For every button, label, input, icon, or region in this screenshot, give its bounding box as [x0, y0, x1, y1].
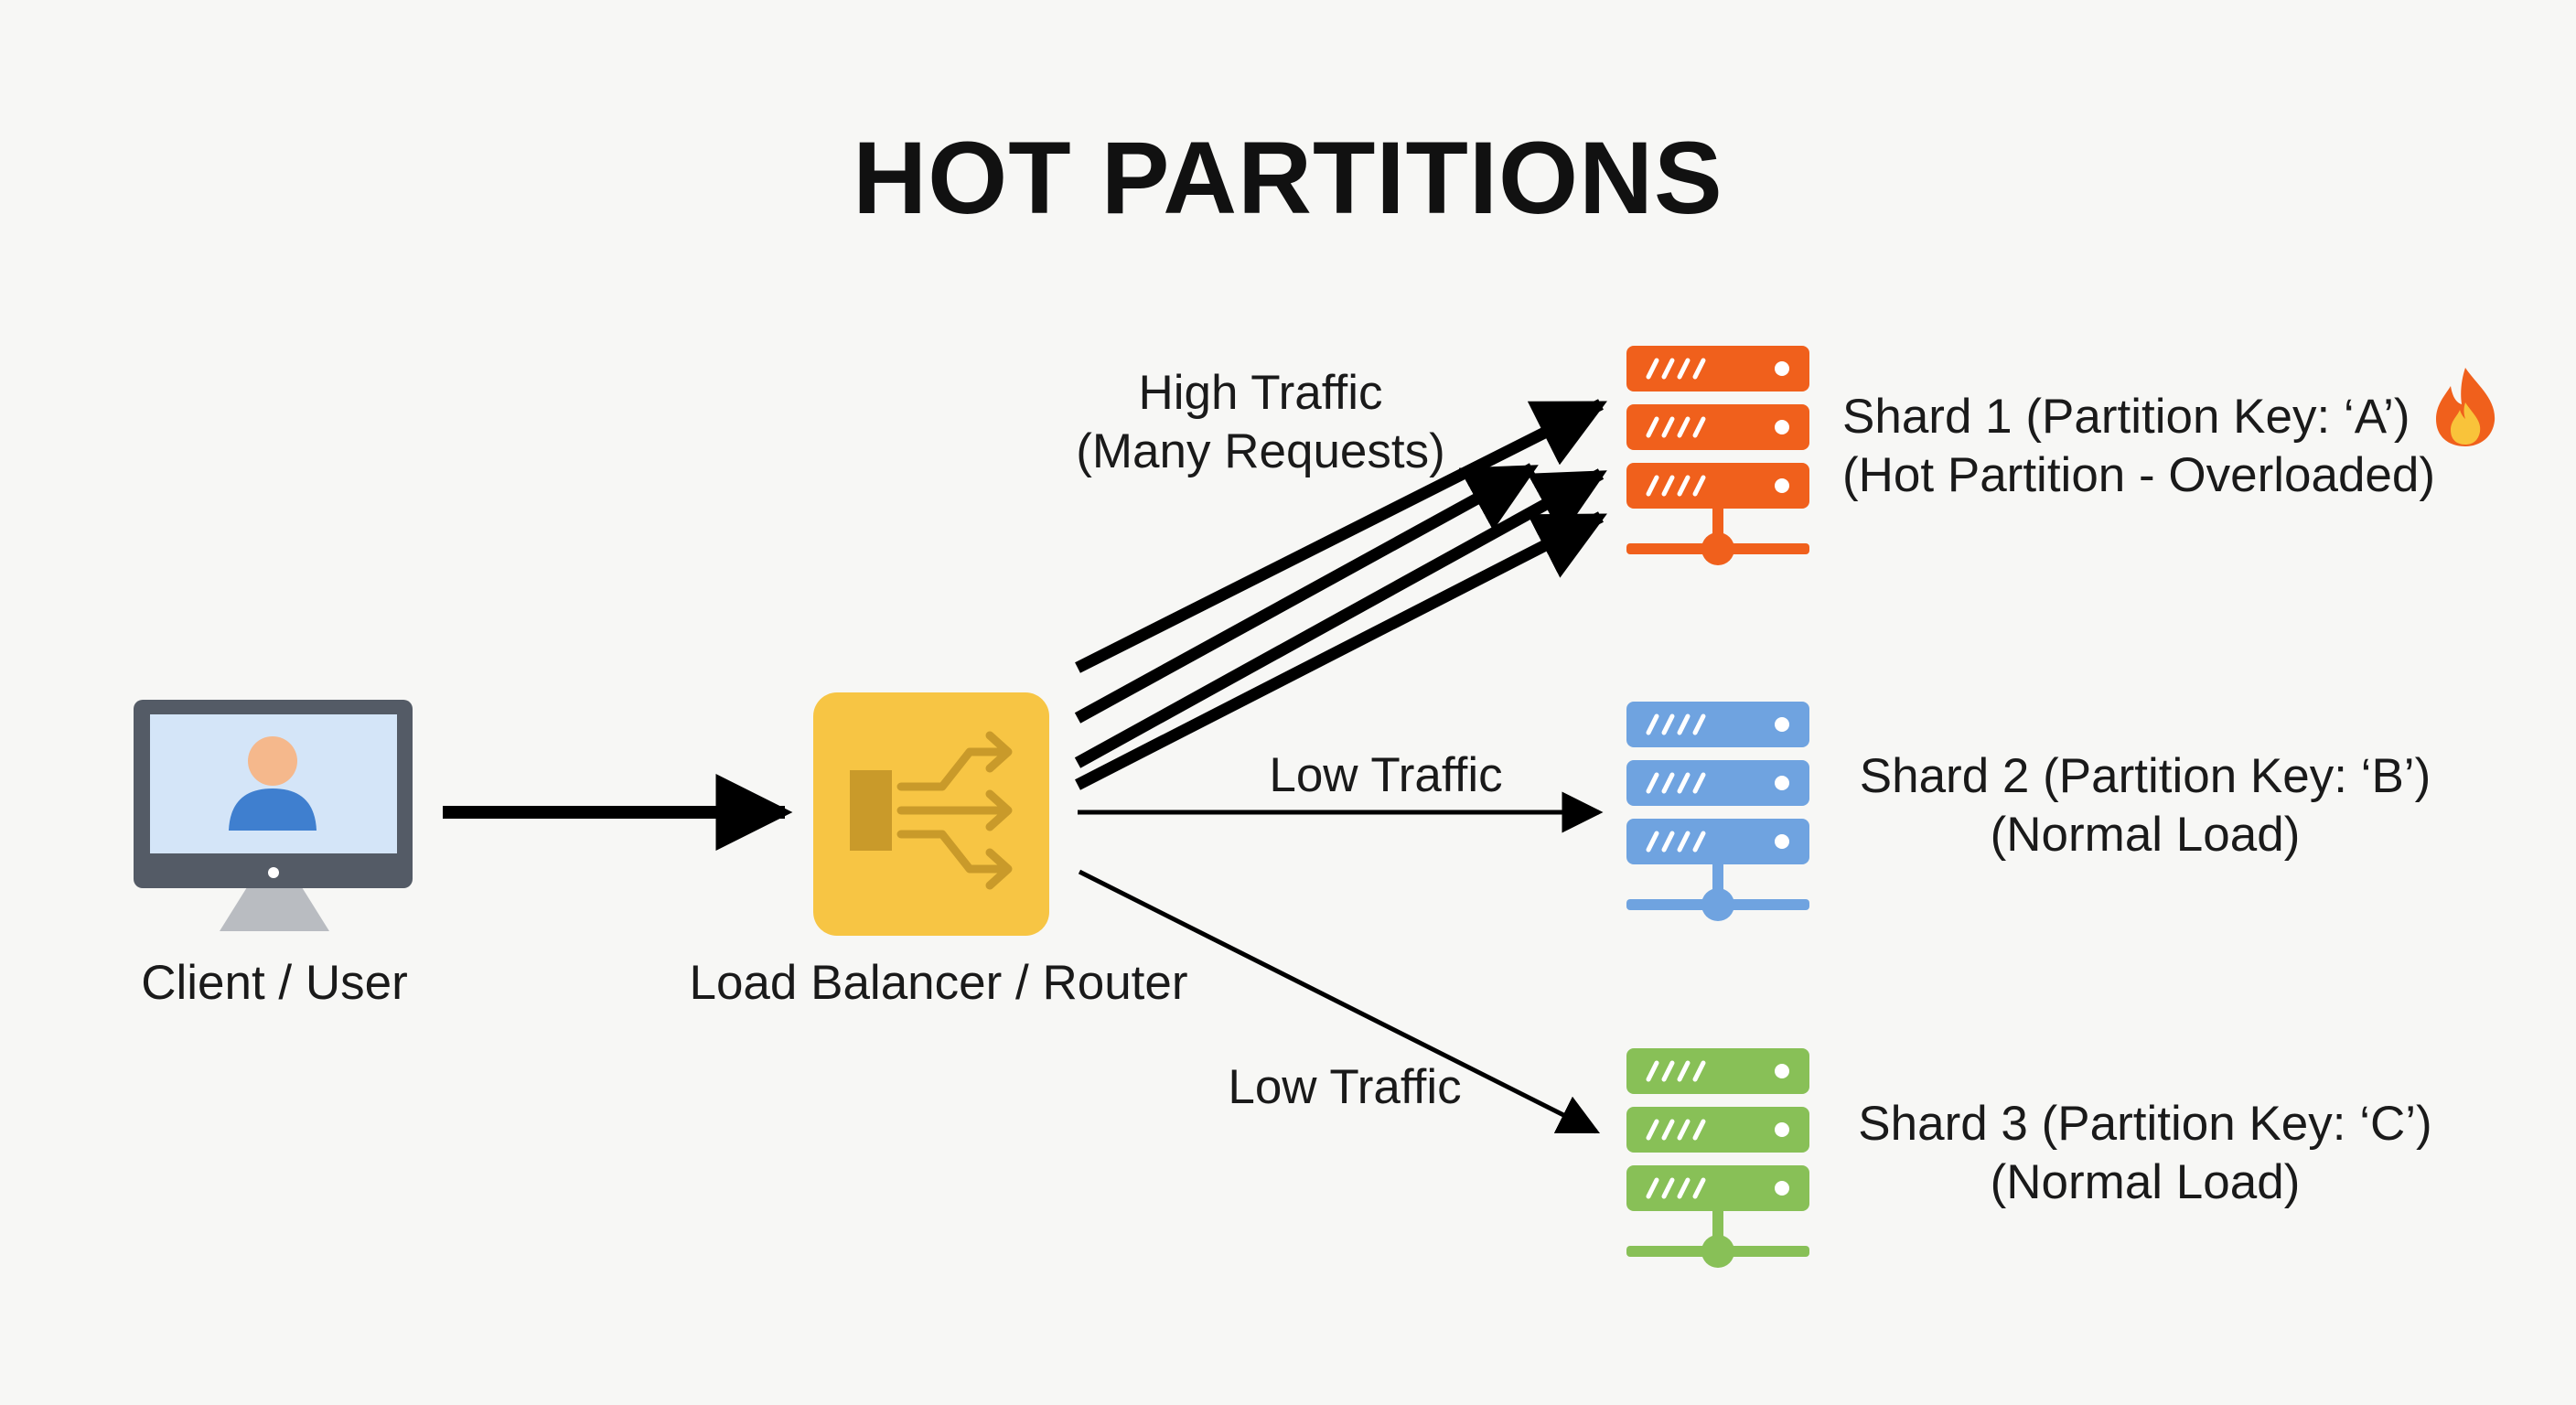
shard1-title: Shard 1 (Partition Key: ‘A’): [1842, 390, 2410, 444]
router-label: Load Balancer / Router: [689, 956, 1188, 1010]
high-traffic-arrow: [1075, 399, 1607, 673]
shard-servers: [1626, 346, 1809, 1268]
high-traffic-arrows: [1074, 399, 1607, 790]
fire-icon: [2436, 368, 2496, 446]
high-traffic-arrow: [1074, 463, 1539, 724]
page-title: HOT PARTITIONS: [853, 121, 1723, 235]
low-traffic-label-b: Low Traffic: [1269, 748, 1503, 802]
high-traffic-arrow: [1074, 468, 1607, 768]
server-stack-icon: [1626, 346, 1809, 565]
low-traffic-label-c: Low Traffic: [1228, 1060, 1462, 1114]
monitor-user-icon: [134, 700, 413, 931]
shard3-label: Shard 3 (Partition Key: ‘C’) (Normal Loa…: [1816, 1095, 2474, 1212]
high-traffic-arrow: [1075, 511, 1607, 790]
client-label: Client / User: [141, 956, 408, 1010]
router-to-shard3-arrow: [1078, 869, 1601, 1134]
shard2-status: (Normal Load): [1990, 808, 2301, 862]
shard1-label: Shard 1 (Partition Key: ‘A’) (Hot Partit…: [1842, 388, 2435, 505]
server-stack-icon: [1626, 1048, 1809, 1268]
server-stack-icon: [1626, 702, 1809, 921]
shard1-status: (Hot Partition - Overloaded): [1842, 448, 2436, 502]
shard2-label: Shard 2 (Partition Key: ‘B’) (Normal Loa…: [1816, 747, 2474, 864]
shard2-title: Shard 2 (Partition Key: ‘B’): [1859, 749, 2431, 803]
high-traffic-subtitle: (Many Requests): [1076, 424, 1445, 478]
shard3-status: (Normal Load): [1990, 1155, 2301, 1209]
router-split-icon: [813, 692, 1049, 936]
high-traffic-label: High Traffic (Many Requests): [1050, 364, 1471, 481]
high-traffic-title: High Traffic: [1138, 366, 1383, 420]
shard3-title: Shard 3 (Partition Key: ‘C’): [1858, 1097, 2432, 1151]
